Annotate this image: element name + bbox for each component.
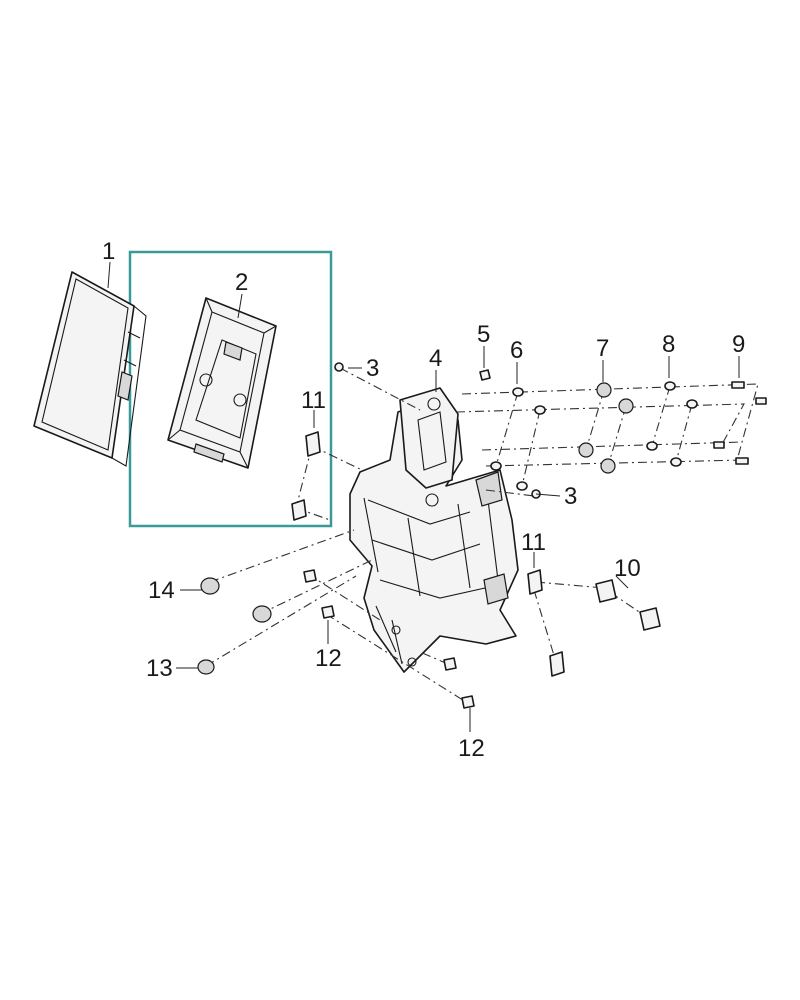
callout-11-right: 11 bbox=[521, 529, 546, 556]
callout-3-lower: 3 bbox=[564, 483, 577, 510]
leader-lines bbox=[107, 261, 740, 732]
callout-3-upper: 3 bbox=[366, 355, 379, 382]
callout-7: 7 bbox=[596, 335, 609, 362]
callout-labels: 1 2 3 4 5 6 7 8 9 11 3 11 10 14 13 12 12 bbox=[102, 238, 745, 762]
part-2-mounting-frame bbox=[167, 297, 277, 469]
callout-14: 14 bbox=[148, 577, 175, 604]
callout-11-left: 11 bbox=[301, 387, 326, 414]
part-4-main-bracket bbox=[349, 387, 519, 673]
callout-6: 6 bbox=[510, 337, 523, 364]
callout-5: 5 bbox=[477, 321, 490, 348]
callout-1: 1 bbox=[102, 238, 115, 265]
callout-13: 13 bbox=[146, 655, 173, 682]
screw-5 bbox=[479, 369, 491, 381]
clip-10-b bbox=[639, 607, 661, 631]
clip-10-a bbox=[595, 579, 617, 603]
callout-9: 9 bbox=[732, 331, 745, 358]
hardware bbox=[197, 362, 767, 709]
callout-12-right: 12 bbox=[458, 735, 485, 762]
callout-12-left: 12 bbox=[315, 645, 342, 672]
callout-10: 10 bbox=[614, 555, 641, 582]
callout-2: 2 bbox=[235, 269, 248, 296]
bolt-3-upper bbox=[334, 362, 344, 372]
part-1-display-module bbox=[33, 271, 147, 467]
callout-8: 8 bbox=[662, 331, 675, 358]
callout-4: 4 bbox=[429, 345, 442, 372]
